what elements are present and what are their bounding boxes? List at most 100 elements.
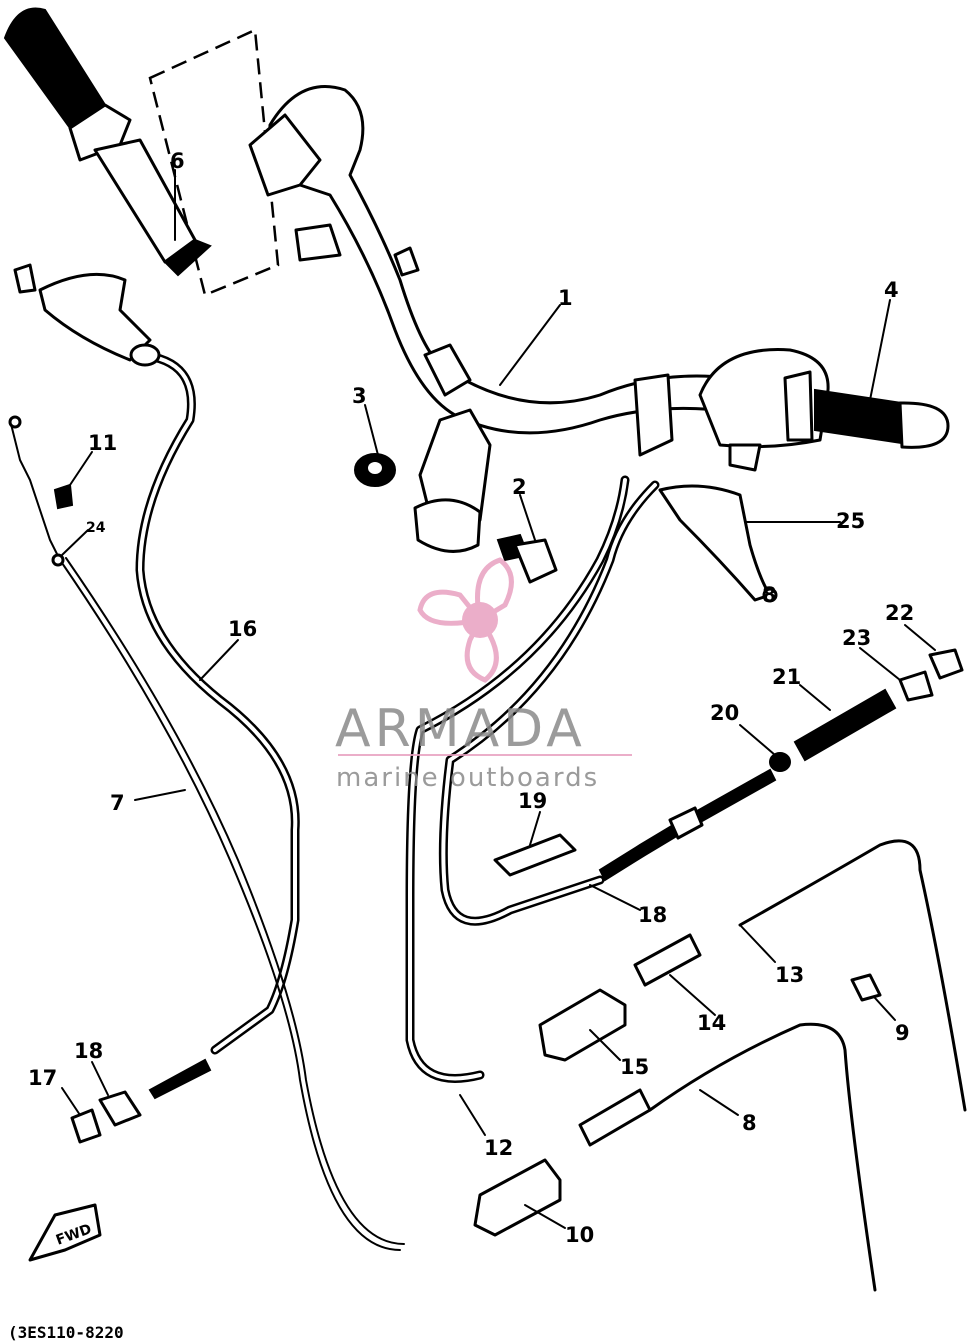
cable-16-core [138, 353, 298, 1052]
right-switch-tab [728, 443, 762, 472]
riser-clamp [413, 498, 482, 553]
fwd-arrow-shape [28, 1203, 102, 1262]
part-8-holder [578, 1088, 652, 1147]
callout-1: 1 [558, 286, 573, 310]
callouts: 6 1 4 3 2 11 24 16 7 25 8 22 23 21 20 19… [28, 149, 914, 1247]
part-14-holder [633, 933, 702, 987]
part-17-nut [70, 1108, 102, 1144]
callout-20: 19 [518, 789, 547, 813]
callout-21: 20 [710, 701, 739, 725]
callout-8: 8 [742, 1111, 757, 1135]
callout-7: 7 [110, 791, 125, 815]
right-grip-collar [783, 370, 814, 442]
callout-24: 23 [842, 626, 871, 650]
propeller-logo [417, 557, 514, 683]
left-switch-housing [248, 113, 322, 197]
leader-19 [589, 884, 641, 911]
right-lever [658, 484, 841, 603]
leader-4 [869, 299, 891, 401]
handlebar-center-mark [423, 343, 472, 397]
propeller-blade-2 [417, 589, 485, 626]
part-22-spring [793, 688, 897, 762]
callout-4: 4 [884, 278, 899, 302]
part-20-clip [493, 833, 577, 877]
nut-hole [368, 462, 382, 474]
cable-eyelet [8, 415, 22, 429]
watermark: ARMADA marine outboards [335, 557, 632, 793]
adjuster-rod-16 [148, 1058, 212, 1100]
part-10-sleeve [473, 1158, 562, 1237]
callout-25: 24 [86, 520, 106, 536]
callout-22: 21 [772, 665, 801, 689]
left-grip-assembly [3, 7, 280, 297]
cable-7 [59, 559, 401, 1251]
part-3-nut [354, 453, 396, 487]
handlebar-tube [268, 85, 737, 435]
part-24-collar [898, 670, 934, 702]
part-15-sleeve [538, 988, 627, 1062]
left-grip [3, 7, 107, 130]
lever-body [38, 272, 152, 362]
callout-18: 18 [74, 1039, 103, 1063]
right-grip [783, 370, 950, 449]
leader-23 [904, 624, 936, 651]
propeller-blade-1 [475, 557, 514, 624]
callout-3: 3 [352, 384, 367, 408]
lever-pivot [13, 263, 37, 294]
leader-2 [519, 494, 536, 541]
leader-16 [199, 639, 239, 681]
cable-19-core [441, 483, 657, 924]
leader-24 [859, 647, 901, 681]
leader-18 [91, 1061, 109, 1096]
part-9-grommet [850, 973, 882, 1002]
part-11-screw [53, 483, 74, 510]
leader-15 [589, 1029, 621, 1061]
watermark-brand: ARMADA [335, 699, 586, 759]
leader-3 [364, 404, 379, 456]
callout-11: 11 [88, 431, 117, 455]
leader-13 [739, 924, 776, 963]
callout-2: 2 [512, 475, 527, 499]
callout-10: 10 [565, 1223, 594, 1247]
right-lever-body [658, 484, 772, 602]
callout-9: 9 [895, 1021, 910, 1045]
leader-25 [61, 529, 89, 556]
cable-12-core [408, 478, 627, 1081]
leader-12 [459, 1094, 486, 1136]
cable-8 [648, 1022, 877, 1292]
lower-parts [70, 768, 882, 1237]
callout-6: 6 [170, 149, 185, 173]
throttle-sleeve-end [163, 238, 212, 277]
leader-21 [739, 724, 776, 756]
right-grip-end [898, 401, 950, 449]
callout-16: 16 [228, 617, 257, 641]
leader-8 [699, 1089, 739, 1116]
left-lever [13, 263, 161, 367]
callout-23: 22 [885, 601, 914, 625]
left-clamp [294, 223, 342, 262]
bolt-head [513, 538, 558, 584]
cable-end-left [9, 419, 61, 561]
adjuster-nut-19 [668, 806, 704, 840]
handlebar [248, 85, 830, 553]
callout-17: 17 [28, 1066, 57, 1090]
watermark-tagline: marine outboards [336, 763, 599, 793]
lever-adjuster [129, 343, 161, 367]
part-25-ring [51, 553, 65, 567]
leader-7 [134, 789, 186, 801]
callout-14: 14 [697, 1011, 726, 1035]
leader-22 [799, 684, 831, 711]
cable-7-outer [65, 557, 405, 1245]
drawing-code: (3ES110-8220 [8, 1323, 124, 1342]
leader-lines [61, 169, 936, 1229]
leader-9 [874, 997, 896, 1021]
callout-19: 18 [638, 903, 667, 927]
left-clamp-tab [393, 246, 420, 277]
propeller-hub [462, 602, 498, 638]
propeller-blade-3 [464, 615, 499, 683]
callout-8-top: 25 [836, 509, 865, 533]
right-lever-pin [762, 587, 778, 603]
callout-8-lever: 8 [762, 583, 777, 607]
leader-1 [499, 304, 561, 386]
part-21-washer [769, 752, 791, 772]
